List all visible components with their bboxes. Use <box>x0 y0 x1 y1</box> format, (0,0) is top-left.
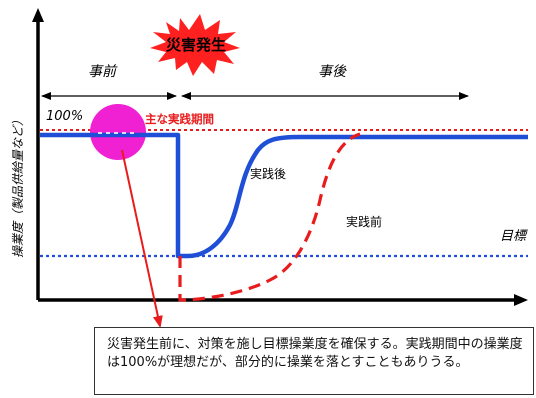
callout-pointer-arrow <box>121 149 163 328</box>
after-label: 事後 <box>318 64 347 80</box>
main-period-label: 主な実践期間 <box>145 112 214 126</box>
before-label: 事前 <box>88 64 118 80</box>
before-practice-curve <box>178 132 361 302</box>
y-axis-arrowhead <box>32 8 44 22</box>
disaster-label: 災害発生 <box>166 36 226 54</box>
target-label: 目標 <box>500 229 529 244</box>
after-practice-curve <box>40 132 528 259</box>
callout-text: 災害発生前に、対策を施し目標操業度を確保する。実践期間中の操業度は100%が理想… <box>107 337 523 370</box>
after-practice-label: 実践後 <box>250 166 286 181</box>
callout-box: 災害発生前に、対策を施し目標操業度を確保する。実践期間中の操業度は100%が理想… <box>94 327 534 395</box>
x-axis-arrowhead <box>514 294 528 306</box>
hundred-percent-label: 100% <box>46 109 83 124</box>
before-practice-label: 実践前 <box>346 214 382 229</box>
disaster-burst <box>150 14 240 76</box>
y-axis-label: 操業度（製品供給量など） <box>11 114 25 258</box>
